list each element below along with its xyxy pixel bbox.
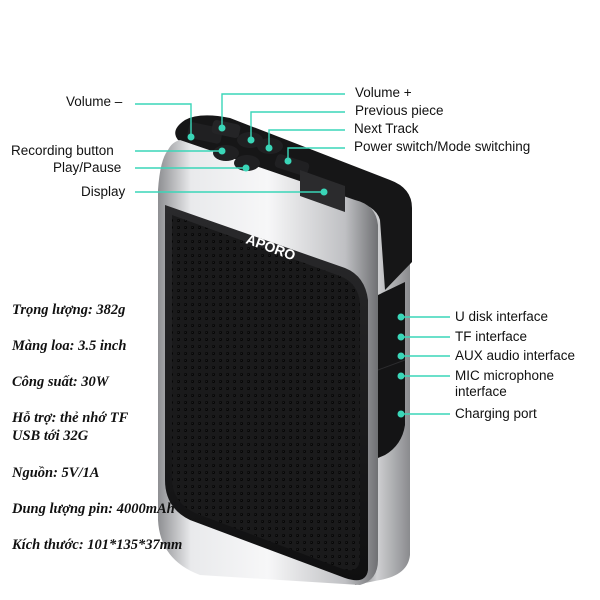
callout-display: Display: [81, 184, 126, 199]
top-control-buttons: [187, 119, 345, 212]
callout-u-disk-interface: U disk interface: [455, 309, 549, 324]
leader-lines: [135, 93, 450, 415]
spec-speaker-size: Màng loa: 3.5 inch: [12, 338, 127, 354]
spec-storage-line1: Hỗ trợ: thẻ nhớ TF: [12, 410, 129, 426]
spec-storage-support: Hỗ trợ: thẻ nhớ TF USB tới 32G: [12, 409, 128, 445]
spec-power-source: Nguồn: 5V/1A: [12, 465, 100, 481]
callout-previous-piece: Previous piece: [355, 103, 444, 118]
spec-dimensions: Kích thước: 101*135*37mm: [12, 537, 183, 553]
callout-recording-button: Recording button: [11, 143, 114, 158]
callout-tf-interface: TF interface: [455, 329, 528, 344]
callout-mic-line1: MIC microphone: [455, 368, 555, 383]
callout-charging-port: Charging port: [455, 406, 537, 421]
spec-power-output: Công suất: 30W: [12, 374, 109, 390]
callout-play-pause: Play/Pause: [53, 160, 122, 175]
callout-mic-line2: interface: [455, 384, 507, 399]
callout-power-mode-switching: Power switch/Mode switching: [354, 139, 531, 154]
leader-dots: [187, 124, 405, 418]
callout-aux-interface: AUX audio interface: [455, 348, 576, 363]
spec-storage-line2: USB tới 32G: [12, 428, 89, 444]
spec-weight: Trọng lượng: 382g: [12, 302, 126, 318]
callout-next-track: Next Track: [354, 121, 419, 136]
spec-battery-capacity: Dung lượng pin: 4000mAh: [12, 501, 175, 517]
callout-volume-plus: Volume +: [355, 85, 412, 100]
callout-mic-interface: MIC microphone interface: [455, 368, 554, 400]
callout-volume-minus: Volume –: [66, 94, 123, 109]
